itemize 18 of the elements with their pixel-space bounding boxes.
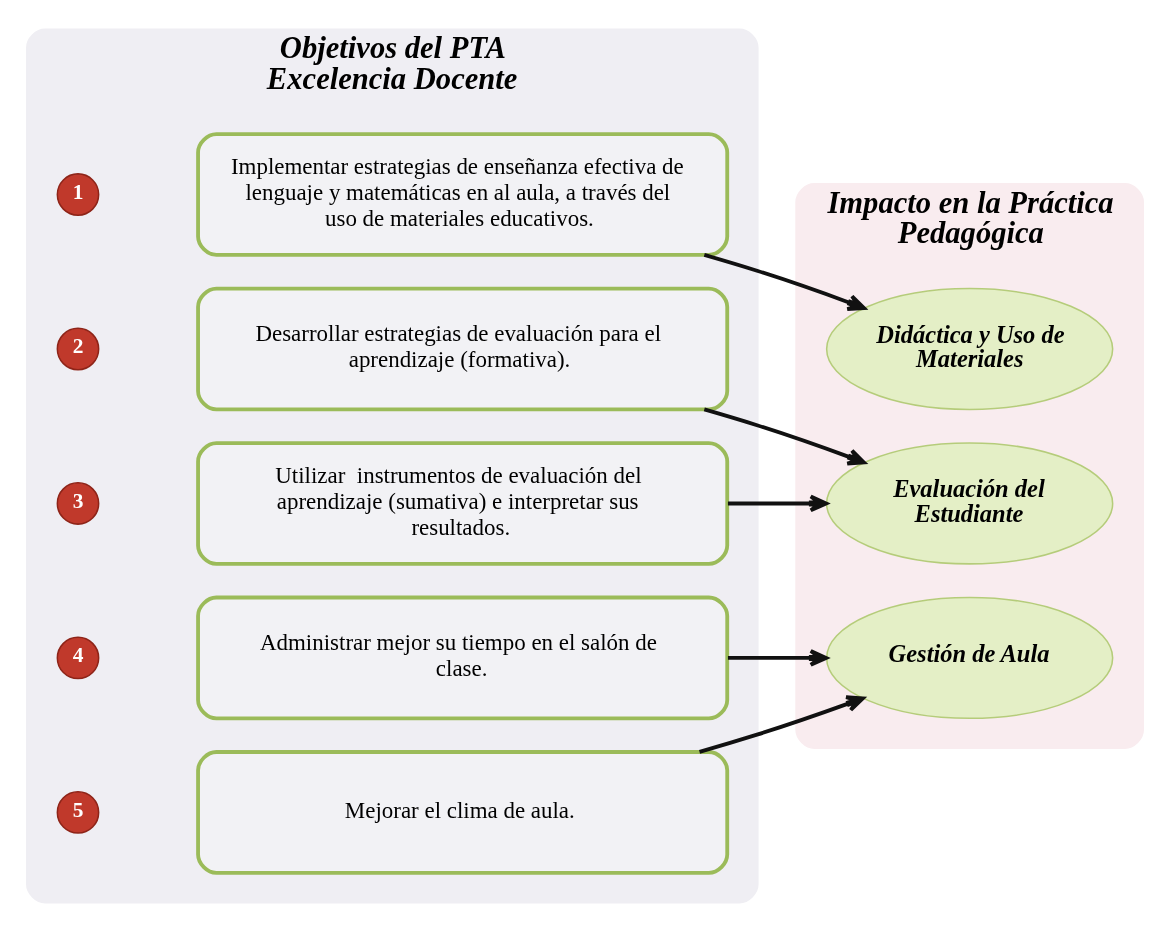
- arrow: [703, 253, 866, 312]
- node-box: Administrar mejor su tiempo en el salón de clase.: [196, 595, 730, 721]
- arrow: [727, 494, 828, 513]
- node-ellipse: Didáctica y Uso de Materiales: [825, 287, 1114, 411]
- node-box: Utilizar instrumentos de evaluación del aprendizaje (sumativa) e interpretar sus resultados.: [196, 441, 730, 566]
- node-box: Mejorar el clima de aula.: [196, 750, 730, 875]
- node-circle: 4: [56, 636, 100, 680]
- node-circle: 1: [56, 173, 100, 216]
- arrow: [727, 649, 828, 667]
- arrow: [699, 695, 865, 754]
- node-circle: 5: [56, 791, 100, 834]
- node-ellipse: Gestión de Aula: [825, 596, 1114, 720]
- node-box: Implementar estrategias de enseñanza efectiva de lenguaje y matemáticas en al aula, a través del uso de materiales educativos.: [196, 132, 730, 257]
- node-circle: 2: [56, 327, 100, 371]
- node-circle: 3: [56, 482, 100, 525]
- arrow: [703, 407, 866, 466]
- node-ellipse: Evaluación del Estudiante: [825, 442, 1114, 565]
- node-box: Desarrollar estrategias de evaluación para el aprendizaje (formativa).: [196, 286, 730, 412]
